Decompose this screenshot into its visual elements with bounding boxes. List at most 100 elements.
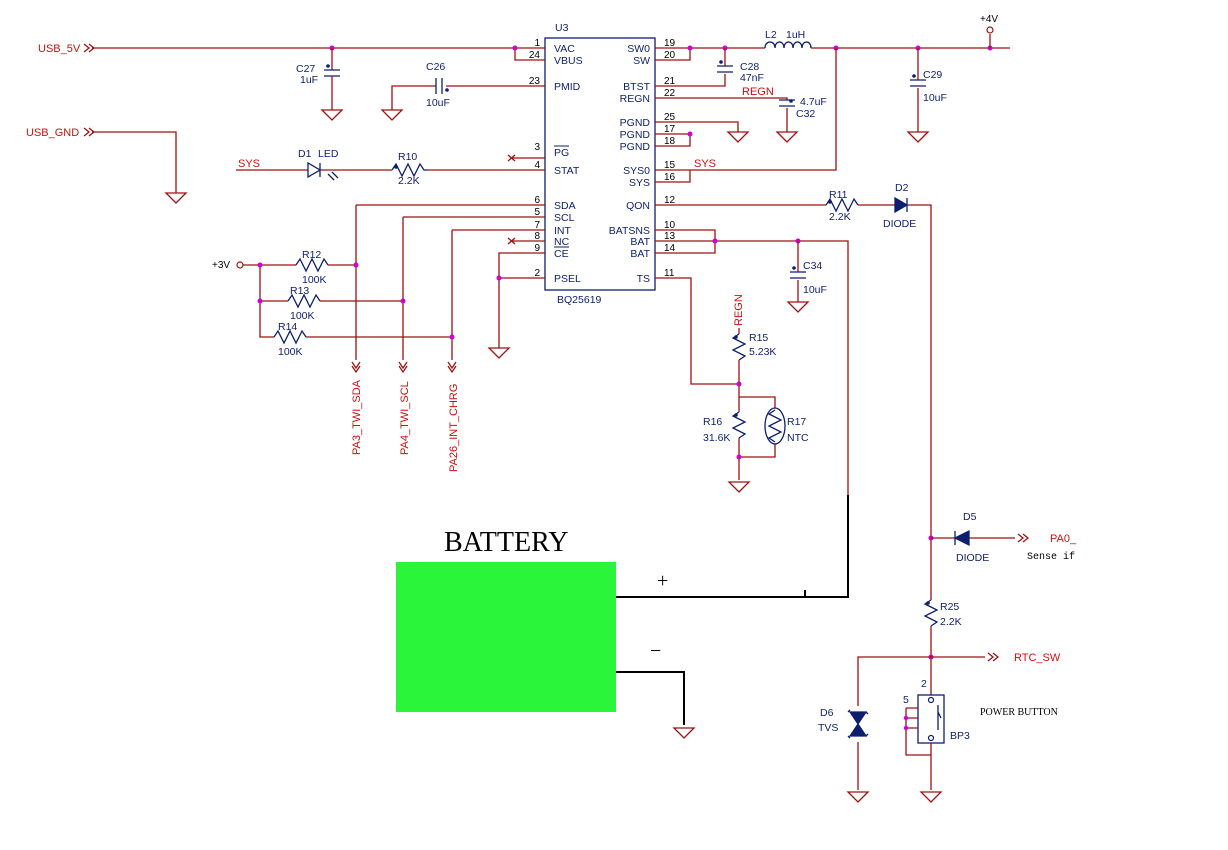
c32-val: 4.7uF bbox=[800, 96, 827, 108]
r25-val: 2.2K bbox=[940, 616, 962, 628]
ic-pin-number: 22 bbox=[664, 88, 676, 99]
ic-pin-name: VAC bbox=[554, 43, 575, 55]
ic-pin-name: SW0 bbox=[627, 43, 650, 55]
ic-pin-name: SDA bbox=[554, 200, 576, 212]
sys-label-right: SYS bbox=[694, 158, 716, 170]
r15-ref: R15 bbox=[749, 332, 768, 344]
pgnd bbox=[655, 121, 750, 147]
ic-pin-name: QON bbox=[626, 200, 650, 212]
bp3-pin-side: 5 bbox=[903, 694, 909, 706]
r12-val: 100K bbox=[302, 274, 327, 286]
r14-ref: R14 bbox=[278, 321, 297, 333]
pa26-label: PA26_INT_CHRG bbox=[448, 384, 460, 472]
ic-pin-number: 9 bbox=[534, 243, 540, 254]
ic-pin-number: 4 bbox=[534, 160, 540, 171]
bp3-ref: BP3 bbox=[950, 730, 970, 742]
ic-pin-name: SW bbox=[633, 55, 650, 67]
c34-val: 10uF bbox=[803, 284, 827, 296]
l2-val: 1uH bbox=[786, 29, 805, 41]
l2-ref: L2 bbox=[765, 29, 777, 41]
nc-ce-psel bbox=[487, 237, 545, 359]
d1-ref: D1 bbox=[298, 148, 312, 160]
ic-pin-name: PGND bbox=[620, 129, 651, 141]
bp3-pin-top: 2 bbox=[921, 678, 927, 690]
d5-val: DIODE bbox=[956, 552, 989, 564]
i2c-pullups: +3V R12 100K R13 100K R14 100K PA3_TWI_S… bbox=[212, 204, 545, 472]
c29-val: 10uF bbox=[923, 92, 947, 104]
rtc-sw-label: RTC_SW bbox=[1014, 652, 1061, 664]
ic-pin-name: PG bbox=[554, 147, 569, 159]
ic-pin-name: INT bbox=[554, 225, 572, 237]
c27-val: 1uF bbox=[300, 74, 318, 86]
r17-val: NTC bbox=[787, 432, 809, 444]
d1-val: LED bbox=[318, 148, 339, 160]
ic-pin-name: BTST bbox=[623, 81, 650, 93]
stat-led-branch: SYS D1 LED R10 2.2K bbox=[236, 148, 545, 187]
ic-pin-name: BAT bbox=[630, 236, 650, 248]
usb-gnd: USB_GND bbox=[26, 127, 188, 204]
ic-pin-number: 23 bbox=[529, 76, 541, 87]
c34-ref: C34 bbox=[803, 260, 822, 272]
switch-node: L2 1uH C28 47nF +4V C29 10uF SYS bbox=[655, 14, 1010, 183]
ic-pin-name: STAT bbox=[554, 165, 580, 177]
ic-pin-number: 21 bbox=[664, 76, 676, 87]
ic-pin-number: 25 bbox=[664, 112, 676, 123]
r10-val: 2.2K bbox=[398, 175, 420, 187]
ic-pin-name: SCL bbox=[554, 212, 575, 224]
pa0-label: PA0_ bbox=[1050, 533, 1077, 545]
ic-pin-number: 5 bbox=[534, 207, 540, 218]
c28-ref: C28 bbox=[740, 61, 759, 73]
d6-ref: D6 bbox=[820, 707, 834, 719]
c28-val: 47nF bbox=[740, 72, 764, 84]
usb-gnd-label: USB_GND bbox=[26, 127, 79, 139]
d5-ref: D5 bbox=[963, 511, 977, 523]
r25-ref: R25 bbox=[940, 601, 959, 613]
ic-pin-number: 11 bbox=[664, 268, 675, 279]
battery-label: BATTERY bbox=[444, 527, 568, 558]
regn-label: REGN bbox=[742, 86, 774, 98]
r16-val: 31.6K bbox=[703, 432, 730, 444]
regn-label-r15: REGN bbox=[733, 294, 745, 326]
ic-pin-number: 24 bbox=[529, 50, 541, 61]
c29-ref: C29 bbox=[923, 69, 942, 81]
c27-ref: C27 bbox=[296, 63, 315, 75]
ic-pin-name: VBUS bbox=[554, 55, 583, 67]
ic-pin-number: 15 bbox=[664, 160, 676, 171]
ic-pin-number: 2 bbox=[534, 268, 540, 279]
ic-pin-number: 14 bbox=[664, 243, 676, 254]
ic-pin-number: 17 bbox=[664, 124, 676, 135]
ic-pin-number: 18 bbox=[664, 136, 676, 147]
ic-pin-name: REGN bbox=[620, 93, 650, 105]
ic-pin-name: CE bbox=[554, 248, 569, 260]
battery-body bbox=[396, 562, 616, 712]
c26-ref: C26 bbox=[426, 61, 445, 73]
r14-val: 100K bbox=[278, 346, 303, 358]
ic-pin-name: TS bbox=[637, 273, 650, 285]
ic-pin-number: 8 bbox=[534, 231, 540, 242]
ic-pin-number: 6 bbox=[534, 195, 540, 206]
ic-pin-number: 20 bbox=[664, 50, 676, 61]
r10-ref: R10 bbox=[398, 151, 417, 163]
qon-branch: R11 2.2K D2 DIODE bbox=[655, 182, 932, 600]
d2-val: DIODE bbox=[883, 218, 916, 230]
ic-pin-name: NC bbox=[554, 236, 570, 248]
ic-part: BQ25619 bbox=[557, 294, 602, 306]
sense-note: Sense if bbox=[1027, 551, 1075, 563]
ic-pin-name: SYS bbox=[629, 177, 650, 189]
r15-val: 5.23K bbox=[749, 346, 776, 358]
ic-pin-number: 3 bbox=[534, 142, 540, 153]
ic-pin-name: BAT bbox=[630, 248, 650, 260]
pa4-label: PA4_TWI_SCL bbox=[399, 381, 411, 455]
d2-ref: D2 bbox=[895, 182, 909, 194]
bat-branch: C34 10uF bbox=[655, 229, 849, 495]
ic-pin-name: PMID bbox=[554, 81, 581, 93]
battery-minus: − bbox=[650, 640, 661, 662]
bp3-val: POWER BUTTON bbox=[980, 707, 1058, 718]
plus3v-label: +3V bbox=[212, 260, 230, 271]
ic-pin-number: 7 bbox=[534, 220, 540, 231]
r13-val: 100K bbox=[290, 310, 315, 322]
c26-val: 10uF bbox=[426, 97, 450, 109]
ic-pin-number: 16 bbox=[664, 172, 676, 183]
